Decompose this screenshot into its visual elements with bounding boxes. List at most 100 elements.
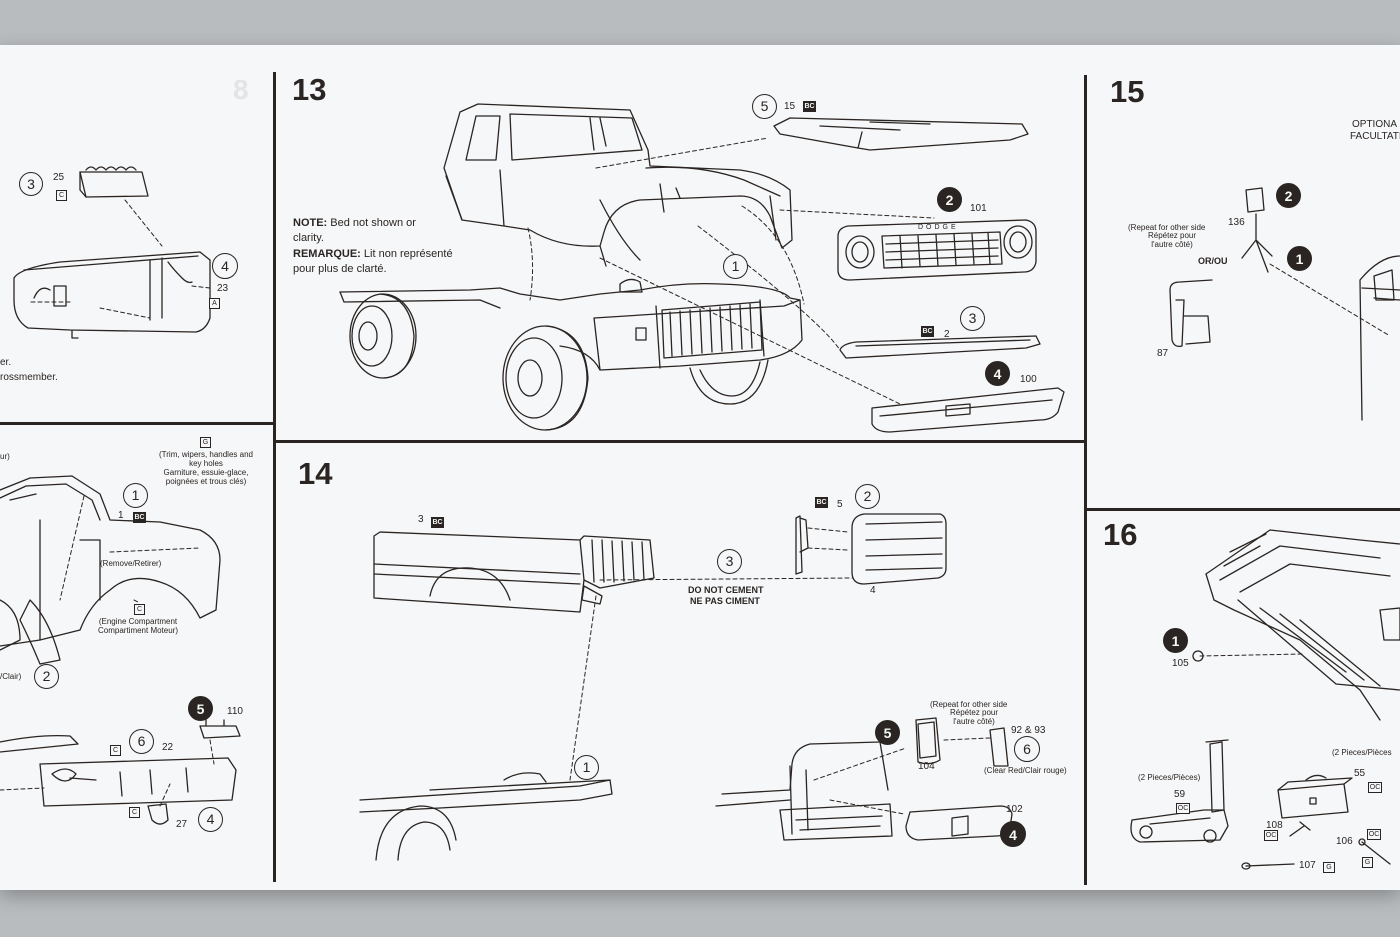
step14-part-104: 104 bbox=[918, 761, 935, 772]
callout-3: 3 bbox=[19, 172, 43, 196]
engine-compartment-label: (Engine Compartment Compartiment Moteur) bbox=[97, 617, 179, 636]
step13-callout-2: 2 bbox=[937, 187, 962, 212]
part-number-110: 110 bbox=[227, 706, 243, 717]
note-text-fr: Lit non représenté pour plus de clarté. bbox=[293, 248, 453, 275]
callout-4-lower: 4 bbox=[198, 807, 223, 832]
step15-callout-1: 1 bbox=[1287, 246, 1312, 271]
note-fragment-1: er. bbox=[0, 357, 12, 368]
hammer-material: OC bbox=[1264, 830, 1278, 841]
part-number-25: 25 bbox=[53, 172, 65, 183]
note-text-en: Bed not shown or clarity. bbox=[293, 217, 416, 244]
toolbox-part: 55 bbox=[1354, 768, 1366, 779]
note-fragment-2: rossmember. bbox=[0, 372, 58, 383]
part-number-27: 27 bbox=[176, 819, 188, 830]
dash-panel-drawing bbox=[13, 166, 211, 339]
callout-1: 1 bbox=[123, 483, 148, 508]
optional-fr: FACULTATI bbox=[1350, 131, 1400, 142]
remove-label: (Remove/Retirer) bbox=[100, 559, 162, 568]
hammer-part: 108 bbox=[1266, 820, 1283, 831]
pickup-bed-drawing bbox=[373, 531, 853, 781]
material-box-bc: BC bbox=[133, 512, 146, 523]
or-label: OR/OU bbox=[1198, 256, 1228, 266]
step13-part-100: 100 bbox=[1020, 374, 1037, 385]
step13-note-fr: REMARQUE: Lit non représenté pour plus d… bbox=[293, 247, 468, 277]
step15-part-136: 136 bbox=[1228, 217, 1245, 228]
taillight-drawing bbox=[715, 717, 1013, 841]
trim-note-fr: Garniture, essuie-glace, poignées et tro… bbox=[163, 468, 249, 487]
step14-callout-5: 5 bbox=[875, 720, 900, 745]
step14-part-102: 102 bbox=[1006, 804, 1023, 815]
part-number-1: 1 bbox=[118, 510, 124, 521]
step14-callout-2: 2 bbox=[855, 484, 880, 509]
step15-part-87: 87 bbox=[1157, 348, 1169, 359]
step15-repeat-en: (Repeat for other side bbox=[1128, 223, 1206, 232]
step-13-number: 13 bbox=[292, 72, 327, 107]
material-box-g: G bbox=[200, 437, 211, 448]
tailgate-drawing bbox=[795, 513, 947, 585]
divider-left-horizontal bbox=[0, 422, 276, 425]
step-14-number: 14 bbox=[298, 456, 333, 491]
step-15-number: 15 bbox=[1110, 74, 1145, 109]
extra-material-g: G bbox=[1362, 857, 1373, 868]
floor-jack-drawing bbox=[1130, 739, 1229, 843]
step14-callout-4: 4 bbox=[1000, 821, 1026, 847]
material-box-c-engine: C bbox=[134, 604, 145, 615]
divider-right-horizontal bbox=[1087, 508, 1400, 511]
callout-6: 6 bbox=[129, 729, 154, 754]
step15-callout-2: 2 bbox=[1276, 183, 1301, 208]
step13-material-bc-3: BC bbox=[921, 326, 934, 337]
divider-center-horizontal bbox=[276, 440, 1084, 443]
step14-bed-material: BC bbox=[431, 517, 444, 528]
step14-repeat-en: (Repeat for other side bbox=[930, 700, 1008, 709]
bar-material: G bbox=[1323, 862, 1335, 873]
callout-4: 4 bbox=[212, 253, 238, 279]
frame-parts-drawing bbox=[0, 719, 241, 825]
step13-note-en: NOTE: Bed not shown or clarity. bbox=[293, 216, 423, 246]
step14-bed-part: 3 bbox=[418, 514, 424, 525]
step14-part-92-93: 92 & 93 bbox=[1011, 725, 1046, 736]
toolbox-material: OC bbox=[1368, 782, 1382, 793]
truck-cab-drawing bbox=[443, 103, 793, 267]
chassis-rear-drawing bbox=[359, 772, 613, 861]
step13-callout-1: 1 bbox=[723, 254, 748, 279]
wrench-material: OC bbox=[1367, 829, 1381, 840]
material-box-c-6: C bbox=[110, 745, 121, 756]
callout-5-filled: 5 bbox=[188, 696, 213, 721]
trim-note-en: (Trim, wipers, handles and key holes bbox=[159, 450, 253, 469]
material-box-c-4: C bbox=[129, 807, 140, 818]
callout-2: 2 bbox=[34, 664, 59, 689]
hand-tools-drawing bbox=[1241, 821, 1391, 870]
do-not-cement-en: DO NOT CEMENT bbox=[688, 585, 764, 595]
clear-red-label: (Clear Red/Clair rouge) bbox=[984, 766, 1067, 775]
mirror-drawing bbox=[1169, 187, 1400, 421]
step13-material-bc-5: BC bbox=[803, 101, 816, 112]
step14-part-5: 5 bbox=[837, 499, 843, 510]
toolbox-label: (2 Pieces/Pièces bbox=[1332, 748, 1392, 757]
note-label-en: NOTE: bbox=[293, 217, 328, 229]
optional-en: OPTIONA bbox=[1352, 119, 1398, 130]
divider-right-vertical bbox=[1084, 75, 1087, 885]
step13-callout-4: 4 bbox=[985, 361, 1010, 386]
toolbox-drawing bbox=[1277, 774, 1353, 819]
step15-repeat-fr: Répétez pour l'autre côté) bbox=[1147, 231, 1197, 250]
note-label-fr: REMARQUE: bbox=[293, 248, 361, 260]
truck-chassis-drawing bbox=[339, 278, 803, 431]
divider-left-vertical bbox=[273, 72, 276, 882]
step13-callout-3: 3 bbox=[960, 306, 985, 331]
step13-part-101: 101 bbox=[970, 203, 987, 214]
jack-label: (2 Pieces/Pièces) bbox=[1138, 773, 1201, 782]
step13-callout-5: 5 bbox=[752, 94, 777, 119]
step14-callout-6: 6 bbox=[1014, 736, 1040, 762]
grille-lettering: DODGE bbox=[918, 224, 959, 231]
do-not-cement-fr: NE PAS CIMENT bbox=[690, 596, 760, 606]
step14-callout-3: 3 bbox=[717, 549, 742, 574]
material-box-c: C bbox=[56, 190, 67, 201]
wrench-part: 106 bbox=[1336, 836, 1353, 847]
car-body-drawing bbox=[0, 475, 221, 665]
material-box-a: A bbox=[209, 298, 220, 309]
step13-part-15: 15 bbox=[784, 101, 796, 112]
faded-step-number: 8 bbox=[233, 74, 249, 105]
step14-material-bc-2: BC bbox=[815, 497, 828, 508]
